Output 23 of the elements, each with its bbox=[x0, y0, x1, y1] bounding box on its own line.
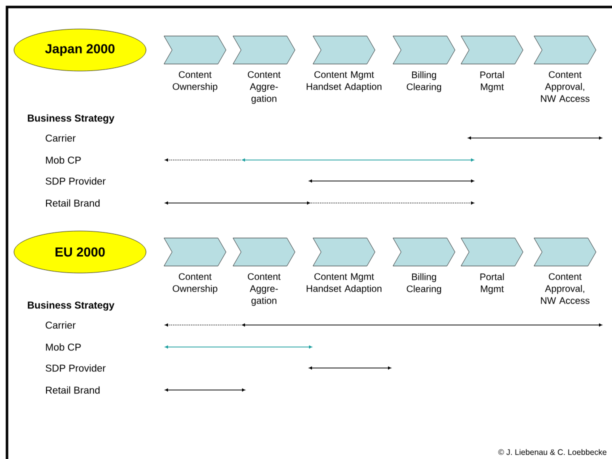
section-heading: Business Strategy bbox=[28, 114, 114, 124]
step-label: Content Mgmt Handset Adaption bbox=[306, 273, 382, 294]
row-label: Mob CP bbox=[46, 156, 81, 164]
step-label: Billing Clearing bbox=[406, 71, 442, 92]
step-label: Portal Mgmt bbox=[480, 273, 504, 294]
row-label: SDP Provider bbox=[46, 364, 106, 372]
step-label: Content Aggre- gation bbox=[248, 71, 281, 104]
step-label: Content Mgmt Handset Adaption bbox=[306, 71, 382, 92]
step-label: Billing Clearing bbox=[406, 273, 442, 294]
row-label: Retail Brand bbox=[46, 386, 100, 394]
copyright-note: © J. Liebenau & C. Loebbecke bbox=[498, 449, 606, 455]
step-label: Content Ownership bbox=[172, 273, 218, 294]
row-label: Mob CP bbox=[46, 343, 81, 351]
row-label: Retail Brand bbox=[46, 199, 100, 207]
row-label: Carrier bbox=[46, 321, 76, 329]
step-label: Content Ownership bbox=[172, 71, 218, 92]
row-label: SDP Provider bbox=[46, 177, 106, 185]
step-label: Content Aggre- gation bbox=[248, 273, 281, 306]
step-label: Content Approval, NW Access bbox=[540, 273, 590, 304]
section-heading: Business Strategy bbox=[28, 301, 114, 311]
step-label: Portal Mgmt bbox=[480, 71, 504, 92]
row-label: Carrier bbox=[46, 134, 76, 142]
step-label: Content Approval, NW Access bbox=[540, 71, 590, 102]
